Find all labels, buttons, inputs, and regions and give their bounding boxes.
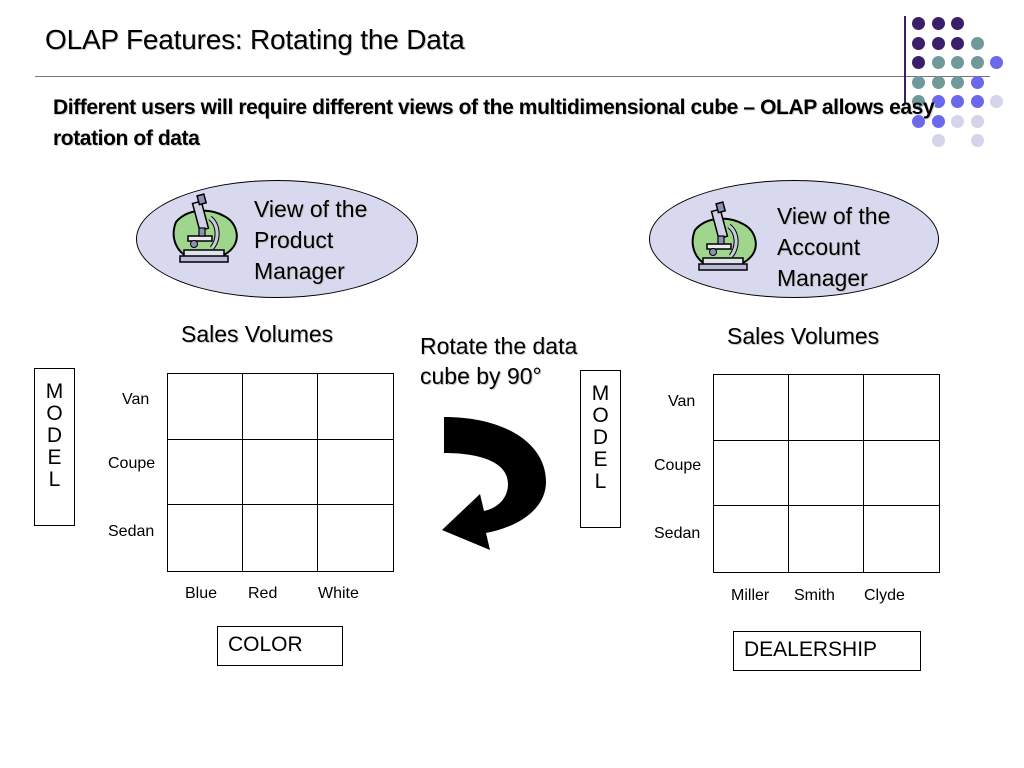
right-row-label-van: Van <box>668 393 696 410</box>
model-letter: D <box>46 424 63 447</box>
model-letter: L <box>594 470 607 493</box>
left-sales-volumes-title: Sales Volumes <box>181 321 334 347</box>
decorative-dot <box>931 114 945 128</box>
left-row-label-van: Van <box>122 391 150 408</box>
account-manager-label: View of the Account Manager <box>777 203 891 291</box>
model-letter: E <box>593 448 608 471</box>
decorative-dot <box>951 114 964 128</box>
model-letter: D <box>592 426 609 449</box>
left-sales-grid <box>167 373 394 572</box>
decorative-dot <box>970 114 984 128</box>
left-col-label-red: Red <box>248 585 278 602</box>
slide-subtitle: Different users will require different v… <box>53 96 935 150</box>
right-col-label-smith: Smith <box>794 587 835 604</box>
decorative-dot <box>931 134 945 147</box>
slide-title: OLAP Features: Rotating the Data <box>45 24 465 55</box>
title-divider <box>35 76 990 77</box>
model-letter: L <box>48 468 61 491</box>
decorative-dot <box>931 17 945 30</box>
decorative-dot <box>931 95 945 108</box>
dealership-dimension-box: DEALERSHIP <box>733 631 921 671</box>
right-row-label-coupe: Coupe <box>654 457 702 474</box>
decorative-dot <box>951 36 964 50</box>
decorative-dot <box>931 36 945 50</box>
decorative-dot <box>912 56 925 69</box>
model-letter: O <box>592 404 609 427</box>
rotate-instruction: Rotate the data cube by 90° <box>420 333 578 389</box>
right-sales-volumes-title: Sales Volumes <box>727 323 880 349</box>
model-letter: M <box>591 382 610 405</box>
color-dimension-box: COLOR <box>217 626 343 666</box>
decorative-dot <box>951 17 964 30</box>
left-row-label-coupe: Coupe <box>108 455 156 472</box>
right-col-label-miller: Miller <box>731 587 770 604</box>
decorative-dot <box>990 56 1003 69</box>
right-sales-grid <box>713 374 940 573</box>
decorative-dot <box>951 95 964 108</box>
accent-vertical-line <box>904 16 906 104</box>
decorative-dot <box>970 134 984 147</box>
model-letter: M <box>45 380 64 403</box>
decorative-dot <box>970 36 984 50</box>
product-manager-label: View of the Product Manager <box>254 196 368 284</box>
decorative-dot <box>951 56 964 69</box>
microscope-icon <box>166 192 244 270</box>
right-row-label-sedan: Sedan <box>654 525 701 542</box>
decorative-dot <box>970 56 984 69</box>
left-col-label-white: White <box>318 585 359 602</box>
left-row-label-sedan: Sedan <box>108 523 155 540</box>
model-letter: E <box>47 446 62 469</box>
decorative-dot <box>970 75 984 89</box>
model-letter: O <box>46 402 63 425</box>
middle-model-axis-box: M O D E L <box>580 370 621 528</box>
decorative-dot <box>912 36 925 50</box>
decorative-dot <box>912 17 925 30</box>
decorative-dot <box>912 95 925 108</box>
right-col-label-clyde: Clyde <box>864 587 905 604</box>
decorative-dot <box>951 75 964 89</box>
left-col-label-blue: Blue <box>185 585 218 602</box>
left-model-axis-box: M O D E L <box>34 368 75 526</box>
decorative-dot <box>931 75 945 89</box>
decorative-dot <box>970 95 984 108</box>
decorative-dot <box>912 114 925 128</box>
decorative-dot <box>912 75 925 89</box>
microscope-icon <box>685 200 763 278</box>
decorative-dot <box>931 56 945 69</box>
curved-arrow-icon <box>440 412 550 557</box>
decorative-dot <box>990 95 1003 108</box>
